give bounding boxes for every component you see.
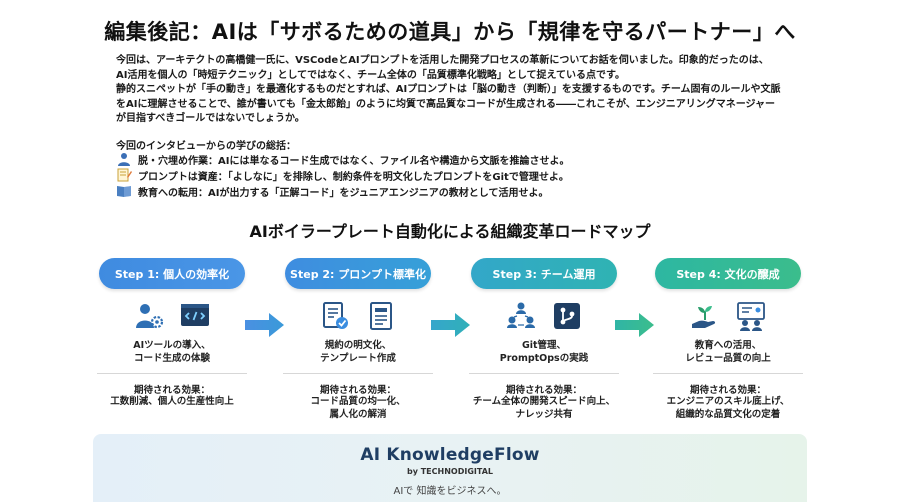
- desc-line: AIツールの導入、: [133, 340, 211, 351]
- desc-line: レビュー品質の向上: [685, 353, 771, 364]
- step-2-icons: [285, 300, 431, 336]
- company-name: TECHNODIGITAL: [420, 467, 493, 476]
- step-4-effect: エンジニアのスキル底上げ、 組織的な品質文化の定着: [655, 395, 801, 421]
- learning-text: プロンプトは資産：「よしなに」を排除し、制約条件を明文化したプロンプトをGitで…: [138, 171, 569, 183]
- intro-line: をAIに理解させることで、誰が書いても「金太郎飴」のように均質で高品質なコードが…: [116, 98, 776, 110]
- effect-line: ナレッジ共有: [515, 409, 573, 420]
- desc-line: テンプレート作成: [320, 353, 396, 364]
- effect-line: チーム全体の開発スピード向上、: [472, 396, 616, 407]
- learning-item: 教育への転用：AIが出力する「正解コード」をジュニアエンジニアの教材として活用せ…: [116, 183, 796, 199]
- effect-line: エンジニアのスキル底上げ、: [666, 396, 790, 407]
- intro-line: 静的スニペットが「手の動き」を最適化するものだとすれば、AIプロンプトは「脳の動…: [116, 84, 781, 96]
- arrow-right-icon: [615, 313, 654, 337]
- learning-item: 脱・穴埋め作業：AIには単なるコード生成ではなく、ファイル名や構造から文脈を推論…: [116, 151, 796, 167]
- byline-prefix: by: [406, 467, 421, 476]
- step-1-description: AIツールの導入、 コード生成の体験: [99, 339, 245, 365]
- intro-paragraph: 今回は、アーキテクトの高橋健一氏に、VSCodeとAIプロンプトを活用した開発プ…: [116, 54, 796, 127]
- step-1-icons: [99, 300, 245, 336]
- divider: [97, 373, 247, 374]
- footer-banner: AI KnowledgeFlow by TECHNODIGITAL AIで 知識…: [93, 434, 807, 502]
- step-3-pill: Step 3: チーム運用: [471, 258, 617, 289]
- divider: [283, 373, 433, 374]
- step-1-effect: 工数削減、個人の生産性向上: [99, 395, 245, 408]
- step-3-description: Git管理、 PromptOpsの実践: [461, 339, 627, 365]
- effect-line: コード品質の均一化、: [310, 396, 406, 407]
- desc-line: コード生成の体験: [133, 353, 210, 364]
- template-document-icon: [370, 302, 392, 330]
- document-check-icon: [323, 302, 348, 329]
- step-4-icons: [655, 300, 801, 336]
- brand-tagline: AIで 知識をビジネスへ。: [393, 486, 507, 497]
- brand-name: AI KnowledgeFlow: [360, 445, 540, 465]
- learning-text: 教育への転用：AIが出力する「正解コード」をジュニアエンジニアの教材として活用せ…: [138, 187, 549, 199]
- team-network-icon: [507, 302, 535, 328]
- learning-item: プロンプトは資産：「よしなに」を排除し、制約条件を明文化したプロンプトをGitで…: [116, 167, 796, 183]
- learnings-list: 脱・穴埋め作業：AIには単なるコード生成ではなく、ファイル名や構造から文脈を推論…: [116, 151, 796, 199]
- step-4-description: 教育への活用、 レビュー品質の向上: [655, 339, 801, 365]
- step-3-icons: [471, 300, 617, 336]
- intro-line: AI活用を個人の「時短テクニック」としてではなく、チーム全体の「品質標準化戦略」…: [116, 69, 626, 81]
- effect-line: 属人化の解消: [329, 409, 387, 420]
- intro-line: 今回は、アーキテクトの高橋健一氏に、VSCodeとAIプロンプトを活用した開発プ…: [116, 55, 769, 66]
- divider: [653, 373, 803, 374]
- effect-label: 期待される効果：: [505, 385, 582, 396]
- hand-plant-icon: [692, 306, 716, 328]
- learnings-heading: 今回のインタビューからの学びの総括：: [116, 141, 296, 152]
- desc-line: PromptOpsの実践: [499, 353, 589, 364]
- desc-line: 規約の明文化、: [324, 340, 392, 351]
- review-board-icon: [737, 302, 765, 331]
- effect-line: 組織的な品質文化の定着: [675, 409, 781, 420]
- intro-line: が目指すべきゴールではないでしょうか。: [116, 113, 305, 125]
- user-icon: [118, 153, 130, 166]
- brand-byline: by TECHNODIGITAL: [93, 467, 807, 476]
- step-2-effect: コード品質の均一化、 属人化の解消: [285, 395, 431, 421]
- arrow-right-icon: [245, 313, 284, 337]
- roadmap-title: AIボイラープレート自動化による組織変革ロードマップ: [249, 222, 651, 241]
- arrow-right-icon: [431, 313, 470, 337]
- step-1-pill: Step 1: 個人の効率化: [99, 258, 245, 289]
- effect-label: 期待される効果：: [689, 385, 766, 396]
- step-4-pill: Step 4: 文化の醸成: [655, 258, 801, 289]
- step-2-pill: Step 2: プロンプト標準化: [285, 258, 431, 289]
- divider: [469, 373, 619, 374]
- effect-label: 期待される効果：: [319, 385, 396, 396]
- step-3-effect: チーム全体の開発スピード向上、 ナレッジ共有: [451, 395, 637, 421]
- page-title: 編集後記：AIは「サボるための道具」から「規律を守るパートナー」へ: [104, 20, 796, 44]
- effect-label: 期待される効果：: [133, 385, 210, 396]
- desc-line: Git管理、: [521, 340, 567, 351]
- code-editor-icon: [181, 304, 209, 326]
- user-gear-icon: [136, 304, 164, 329]
- step-2-description: 規約の明文化、 テンプレート作成: [285, 339, 431, 365]
- learning-text: 脱・穴埋め作業：AIには単なるコード生成ではなく、ファイル名や構造から文脈を推論…: [138, 155, 570, 167]
- book-icon: [117, 186, 131, 197]
- desc-line: 教育への活用、: [694, 340, 762, 351]
- memo-icon: [117, 168, 132, 182]
- effect-line: 工数削減、個人の生産性向上: [110, 396, 234, 407]
- git-icon: [554, 303, 580, 329]
